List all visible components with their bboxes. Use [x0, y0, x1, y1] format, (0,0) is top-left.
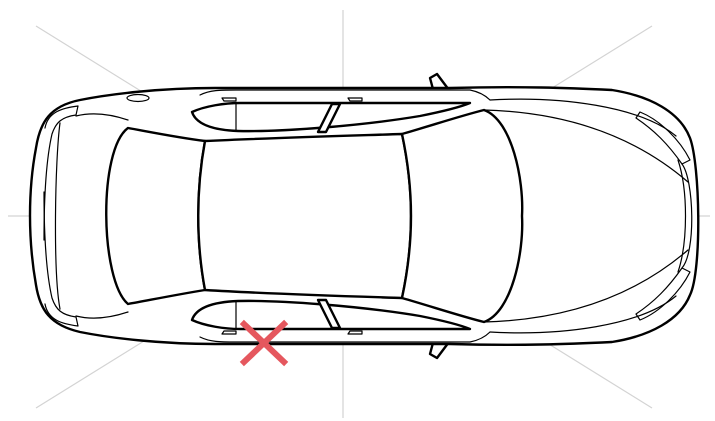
- door-sill-top[interactable]: [199, 89, 491, 101]
- door-handle-bottom-front[interactable]: [347, 330, 363, 335]
- hood-line-bottom[interactable]: [483, 249, 689, 323]
- pillar-bottom[interactable]: [316, 298, 342, 330]
- trunk-panel[interactable]: [75, 113, 129, 319]
- door-handle-top-rear[interactable]: [221, 97, 237, 102]
- x-mark-stroke-2: [239, 319, 289, 367]
- windshield[interactable]: [400, 108, 524, 324]
- pillar-top[interactable]: [316, 102, 342, 134]
- front-grille[interactable]: [677, 159, 693, 273]
- door-handle-top-front[interactable]: [347, 97, 363, 102]
- trunk-lid[interactable]: [54, 122, 61, 310]
- hood-edge[interactable]: [489, 98, 677, 334]
- damage-marker[interactable]: [239, 319, 289, 367]
- door-handle-bottom-rear[interactable]: [221, 330, 237, 335]
- car-outline: [28, 72, 700, 360]
- tail-light-top[interactable]: [43, 105, 79, 241]
- tail-light-bottom[interactable]: [43, 191, 79, 327]
- roof[interactable]: [197, 132, 413, 300]
- rear-window[interactable]: [105, 126, 207, 306]
- door-sill-bottom[interactable]: [199, 331, 491, 343]
- hood-line-top[interactable]: [483, 109, 689, 183]
- fuel-cap[interactable]: [126, 93, 150, 103]
